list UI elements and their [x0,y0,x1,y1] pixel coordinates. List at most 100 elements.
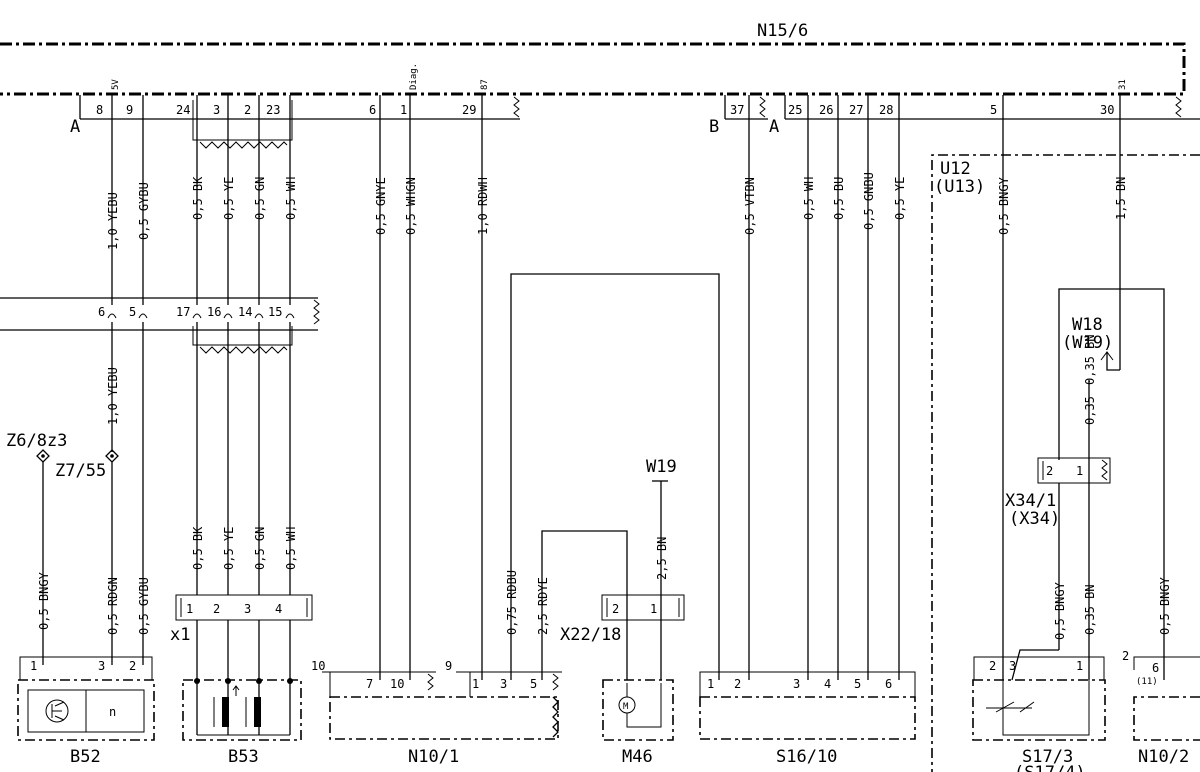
component-u12: U12 (U13) W18 (W19) 0,35 BN 0,35 2 1 X34… [931,154,1200,772]
label-b52: B52 [70,747,101,767]
label-s17-3: S17/3 [1022,747,1073,767]
pin-label: 3 [244,602,251,616]
pin-note-5v: 5V [111,79,121,90]
pin-label: 3 [213,103,220,117]
label-n15-6: N15/6 [757,21,808,41]
wire-label: 1,5 BN [1114,177,1128,220]
pin-label: 4 [824,677,831,691]
label-b53: B53 [228,747,259,767]
pin-label: 29 [462,103,476,117]
wire-label: 0,5 BNGY [1053,581,1067,640]
wire-label: 0,5 BU [832,177,846,220]
pin-label: 14 [238,305,252,319]
wire-label: 0,5 BNGY [37,571,51,630]
pin-label: 6 [1152,661,1159,675]
pin-label: 2 [989,659,996,673]
pin-label: 10 [390,677,404,691]
label-n10-1: N10/1 [408,747,459,767]
pin-label: 6 [98,305,105,319]
pin-label: 30 [1100,103,1114,117]
conn-b: B [709,117,719,137]
wire-label: 0,5 GN [253,177,267,220]
label-z7-55: Z7/55 [55,461,106,481]
pin-label: 6 [885,677,892,691]
wire-label: 2,5 RDYE [536,577,550,635]
pin-label: 1 [650,602,657,616]
pin-label: 25 [788,103,802,117]
module-n15-6: N15/6 A B A [0,21,1200,137]
wire-label: 1,0 YEBU [106,367,120,425]
wire-label: 0,5 WH [802,177,816,220]
component-n10-2: 2 6 (11) N10/2 [1122,649,1200,767]
pin-note-diag: Diag. [409,63,419,90]
pin-label: 2 [612,602,619,616]
wire-label: 0,35 BN [1083,334,1097,385]
pin-label: 5 [530,677,537,691]
pin-label: 9 [126,103,133,117]
pin-label: 5 [854,677,861,691]
pin-alt-label: (11) [1136,677,1158,687]
pin-label: 37 [730,103,744,117]
label-n10-2: N10/2 [1138,747,1189,767]
n10-2-side: 2 [1122,649,1129,663]
pin-label: 5 [129,305,136,319]
pin-label: 2 [213,602,220,616]
wire-label: 0,5 BNGY [997,176,1011,235]
pin-label: 23 [266,103,280,117]
pin-label: 6 [369,103,376,117]
label-x22-18: X22/18 [560,625,621,645]
pin-label: 16 [207,305,221,319]
pin-label: 4 [275,602,282,616]
pin-label: 24 [176,103,190,117]
pin-label: 1 [30,659,37,673]
wire-label: 0,5 YE [222,177,236,220]
pin-label: 1 [186,602,193,616]
wire-label: 0,5 GYBU [137,182,151,240]
label-m46: M46 [622,747,653,767]
wire-label: 0,5 BNGY [1158,576,1172,635]
wire-label: 0,75 RDBU [505,570,519,635]
wire-label: 2,5 BN [655,537,669,580]
pin-label: 1 [472,677,479,691]
pin-note-31: 31 [1118,79,1128,90]
pin-label: 1 [707,677,714,691]
component-s16-10: 1 2 3 4 5 6 S16/10 [699,671,916,767]
label-z6-8z3: Z6/8z3 [6,431,67,451]
wire-label: 0,5 BK [191,176,205,220]
label-s17-4: (S17/4) [1014,763,1086,772]
label-w18: W18 [1072,315,1103,335]
pin-label: 15 [268,305,282,319]
wire-label: 0,5 GYBU [137,577,151,635]
pin-label: 1 [1076,464,1083,478]
pin-label: 28 [879,103,893,117]
wire-label: 0,5 VTBN [743,177,757,235]
component-m46: W19 2,5 BN 2 1 X22/18 M M46 [560,457,685,767]
pin-note-87: 87 [480,79,490,90]
wire-label: 0,5 GNBU [862,172,876,230]
wire-label: 0,5 YE [222,527,236,570]
pin-label: 2 [1046,464,1053,478]
pin-label: 3 [793,677,800,691]
b52-n-label: n [109,705,116,719]
wire-label: 0,5 GN [253,527,267,570]
label-x34-1: X34/1 [1005,491,1056,511]
wire-label: 0,5 WHGN [404,177,418,235]
pin-label: 3 [1009,659,1016,673]
pin-label: 26 [819,103,833,117]
top-pins: 8 9 24 3 2 23 6 1 29 37 25 26 27 28 5 30… [96,63,1128,117]
component-b52: 1 3 2 n B52 [17,656,155,767]
motor-m-label: M [623,702,629,712]
label-s16-10: S16/10 [776,747,837,767]
pin-label: 1 [1076,659,1083,673]
intermediate-connector: 6 5 17 16 14 15 1,0 YEBU [0,297,320,595]
wire-labels-top: 1,0 YEBU 0,5 GYBU 0,5 BK 0,5 YE 0,5 GN 0… [106,172,1128,250]
label-w19-paren: (W19) [1062,333,1113,353]
wire-label: 0,5 BK [191,526,205,570]
wire-label: 0,5 WH [284,177,298,220]
conn-a-left: A [70,117,80,137]
main-wires [111,95,1121,680]
conn-a-right: A [769,117,779,137]
pin-label: 8 [96,103,103,117]
pin-label: 5 [990,103,997,117]
